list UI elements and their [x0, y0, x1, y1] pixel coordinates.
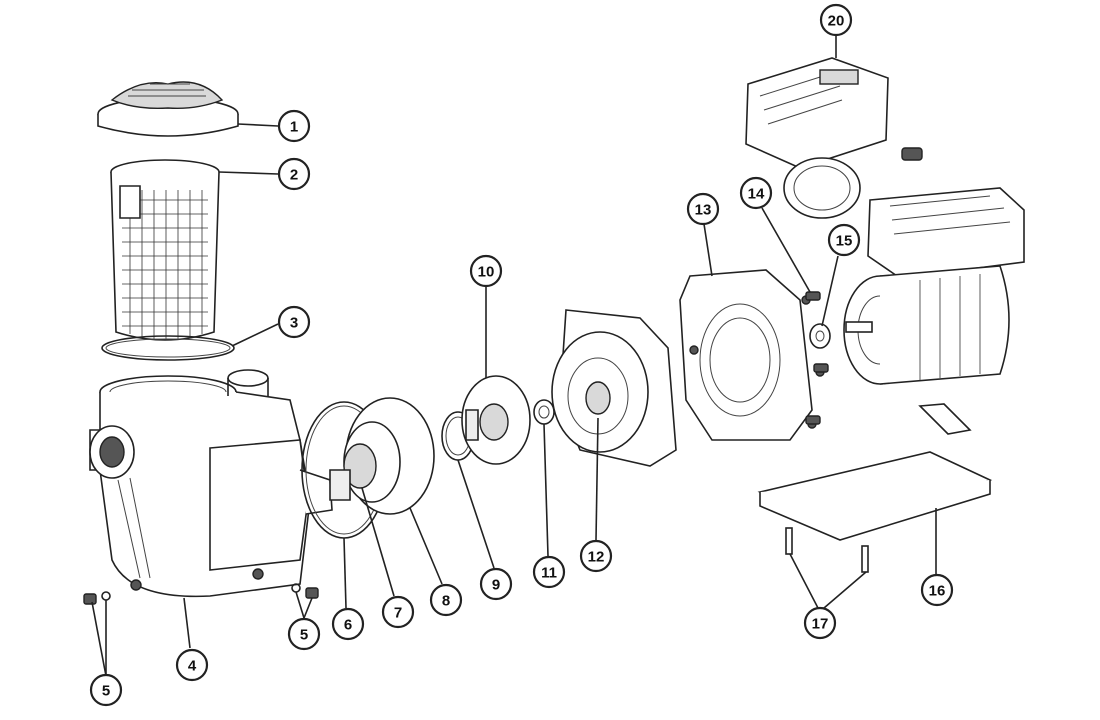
part-seal-plate — [551, 309, 677, 467]
part-base — [757, 403, 993, 541]
callout-7: 7 — [381, 595, 415, 629]
callout-20: 20 — [819, 3, 853, 37]
part-diffuser — [329, 397, 435, 515]
callout-5-right-label: 5 — [300, 627, 308, 644]
part-motor-bracket — [679, 269, 825, 441]
part-basket — [110, 159, 220, 341]
callout-6: 6 — [331, 607, 365, 641]
callout-3: 3 — [277, 305, 311, 339]
part-washer — [809, 323, 831, 349]
callout-15-label: 15 — [836, 233, 853, 250]
callout-14-label: 14 — [748, 186, 765, 203]
callout-5-left: 5 — [89, 673, 123, 707]
part-pump-housing — [89, 369, 333, 598]
callout-12: 12 — [579, 539, 613, 573]
callout-20-label: 20 — [828, 13, 845, 30]
part-bolts — [805, 291, 829, 425]
callout-14: 14 — [739, 176, 773, 210]
callout-7-label: 7 — [394, 605, 402, 622]
part-motor — [843, 187, 1025, 385]
callout-1-label: 1 — [290, 119, 298, 136]
callouts: 1 2 3 4 5 5 6 7 8 9 10 11 12 13 14 15 16… — [89, 3, 954, 707]
part-drain-plug-right — [291, 583, 319, 599]
callout-4-label: 4 — [188, 658, 197, 675]
callout-17: 17 — [803, 606, 837, 640]
callout-5-right: 5 — [287, 617, 321, 651]
leader-lines — [91, 36, 937, 677]
callout-5-left-label: 5 — [102, 683, 110, 700]
callout-12-label: 12 — [588, 549, 605, 566]
callout-8-label: 8 — [442, 593, 450, 610]
callout-6-label: 6 — [344, 617, 352, 634]
callout-17-label: 17 — [812, 616, 829, 633]
part-lid — [97, 81, 239, 137]
callout-10-label: 10 — [478, 264, 495, 281]
part-drive-controller — [745, 57, 923, 219]
part-shaft-seal — [533, 399, 555, 425]
callout-13-label: 13 — [695, 202, 712, 219]
callout-15: 15 — [827, 223, 861, 257]
callout-4: 4 — [175, 648, 209, 682]
callout-10: 10 — [469, 254, 503, 288]
callout-11: 11 — [532, 555, 566, 589]
callout-16-label: 16 — [929, 583, 946, 600]
part-oring-lid — [101, 335, 235, 361]
callout-2: 2 — [277, 157, 311, 191]
callout-2-label: 2 — [290, 167, 298, 184]
callout-3-label: 3 — [290, 315, 298, 332]
callout-9: 9 — [479, 567, 513, 601]
callout-16: 16 — [920, 573, 954, 607]
callout-9-label: 9 — [492, 577, 500, 594]
callout-1: 1 — [277, 109, 311, 143]
callout-8: 8 — [429, 583, 463, 617]
part-impeller — [461, 375, 531, 465]
callout-13: 13 — [686, 192, 720, 226]
callout-11-label: 11 — [541, 565, 557, 582]
